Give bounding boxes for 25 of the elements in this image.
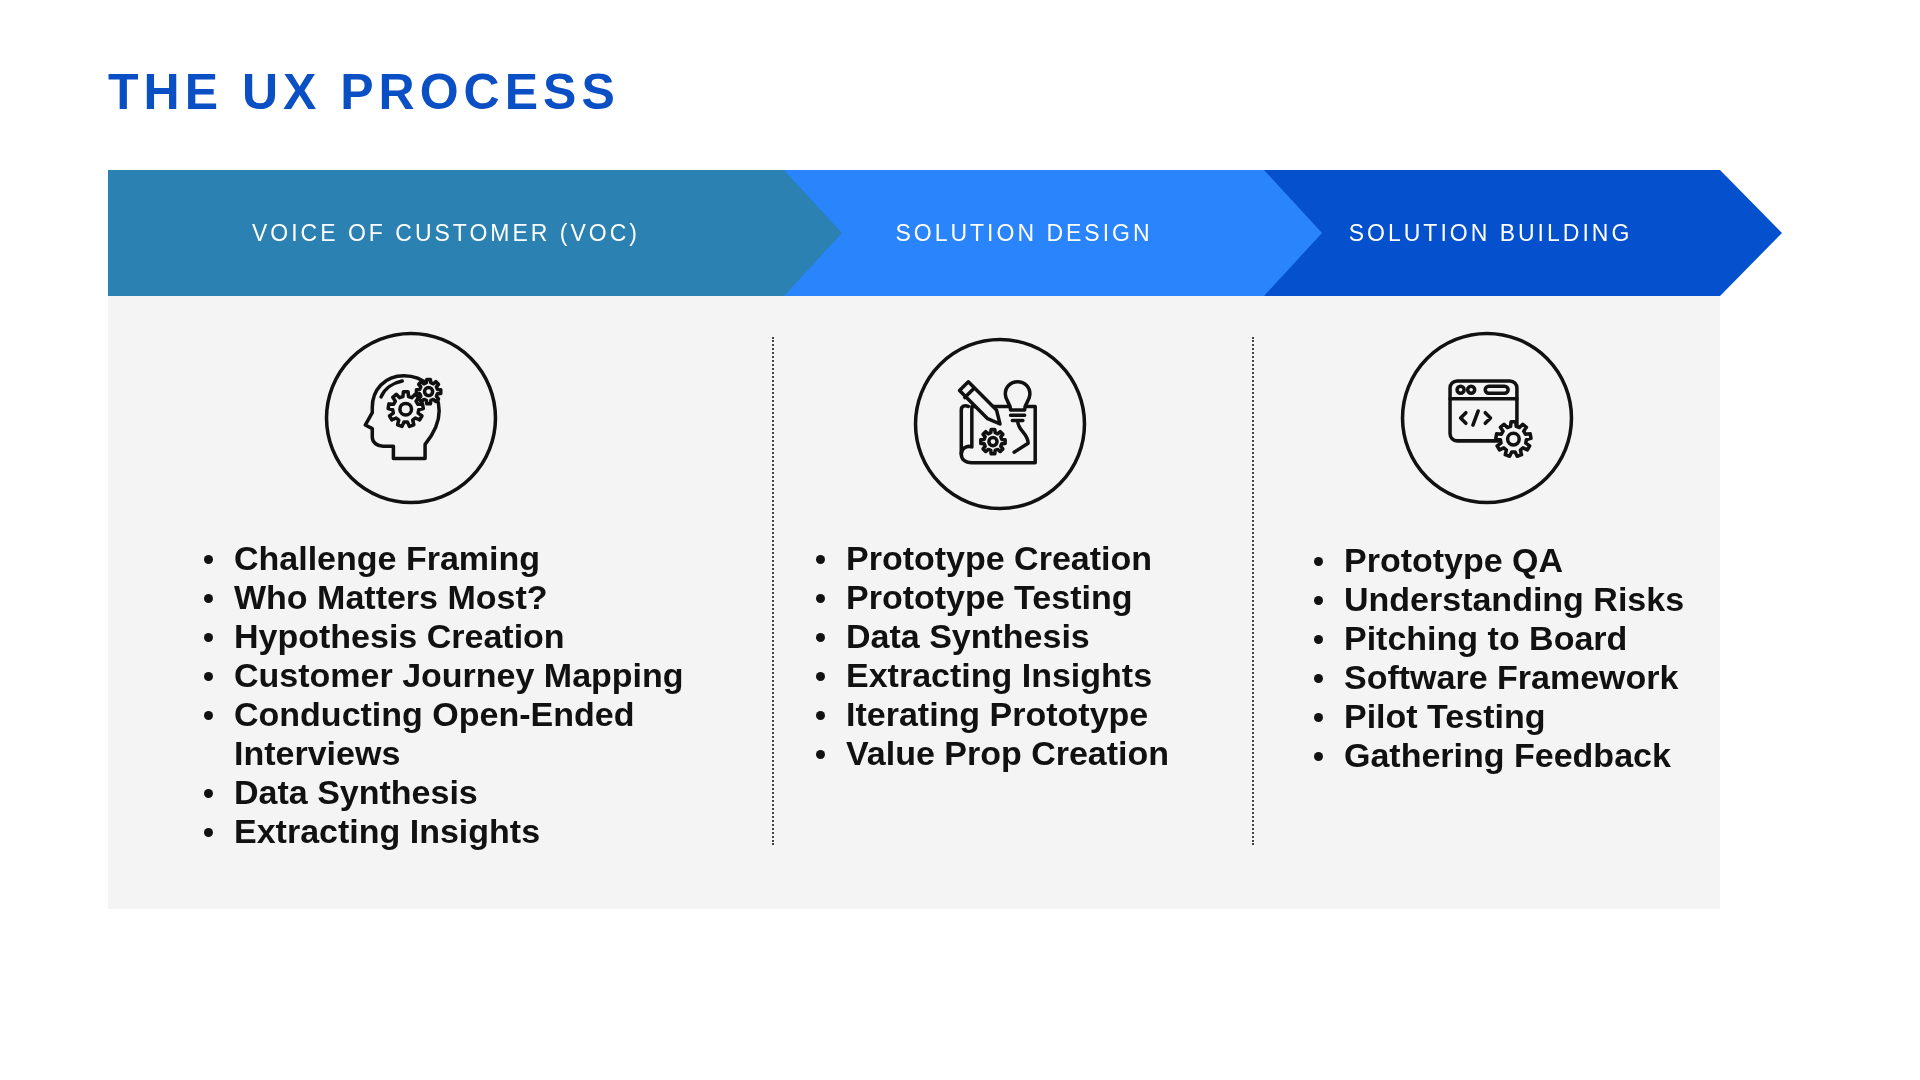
list-item: Pitching to Board xyxy=(1344,619,1628,658)
list-item: Extracting Insights xyxy=(846,656,1153,695)
step-title: SOLUTION BUILDING xyxy=(1348,219,1633,247)
list-item: Iterating Prototype xyxy=(846,695,1149,734)
list-item: Conducting Open-Ended Interviews xyxy=(234,695,636,773)
list-item: Customer Journey Mapping xyxy=(234,656,684,695)
list-item: Software Framework xyxy=(1344,658,1679,697)
list-item: Challenge Framing xyxy=(234,539,541,578)
step-title: VOICE OF CUSTOMER (VOC) xyxy=(252,219,640,247)
list-item: Hypothesis Creation xyxy=(234,617,565,656)
chevron-step xyxy=(108,170,842,296)
step-title: SOLUTION DESIGN xyxy=(895,219,1153,247)
list-item: Prototype QA xyxy=(1344,541,1564,580)
list-item: Who Matters Most? xyxy=(234,578,548,617)
title: THE UX PROCESS xyxy=(108,63,620,122)
list-item: Prototype Testing xyxy=(846,578,1133,617)
list-item: Understanding Risks xyxy=(1344,580,1685,619)
list-item: Value Prop Creation xyxy=(846,734,1170,773)
list-item: Gathering Feedback xyxy=(1344,736,1671,775)
list-item: Data Synthesis xyxy=(234,773,478,812)
list-item: Prototype Creation xyxy=(846,539,1153,578)
list-item: Pilot Testing xyxy=(1344,697,1546,736)
list-item: Extracting Insights xyxy=(234,812,541,851)
chevron-step xyxy=(1261,170,1782,296)
list-item: Data Synthesis xyxy=(846,617,1090,656)
